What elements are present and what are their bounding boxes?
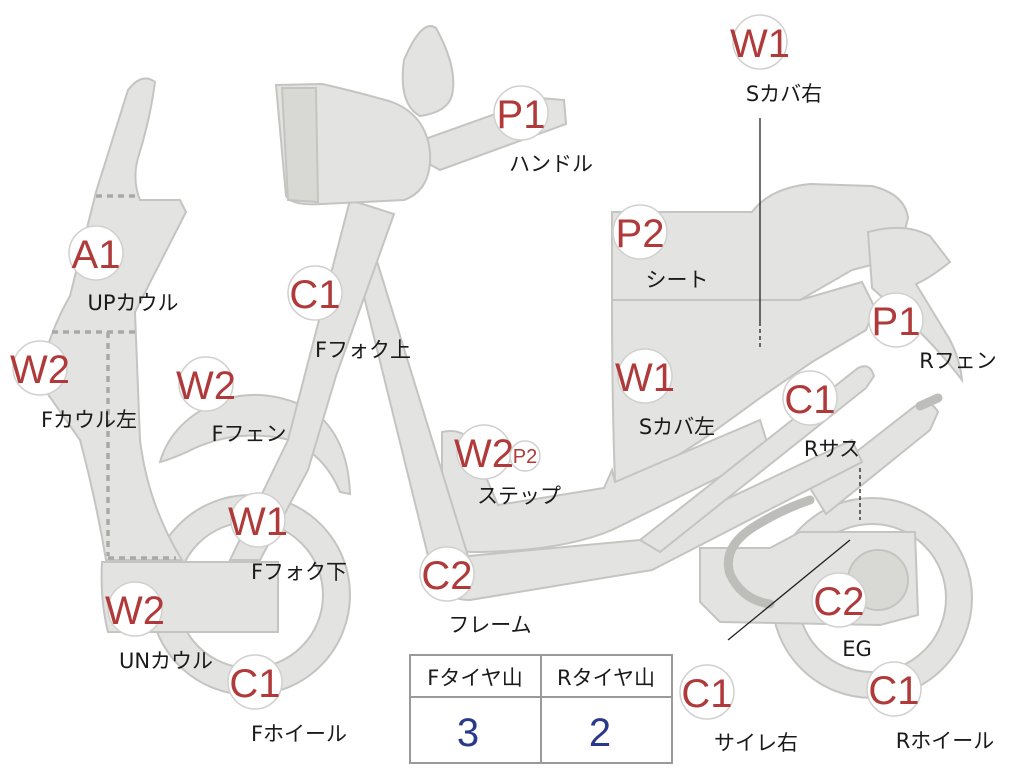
badge-frame-code: C2 (421, 554, 472, 598)
badge-front-fork-upper-code: C1 (289, 273, 340, 317)
badge-rear-wheel-code: C1 (868, 669, 919, 713)
badge-step-code-secondary: P2 (513, 446, 537, 468)
headlight-lens (280, 87, 320, 204)
badge-engine: C2 (811, 572, 867, 628)
badge-front-wheel-code: C1 (229, 662, 280, 706)
badge-rear-fender: P1 (868, 292, 924, 348)
side-cover-shape (610, 280, 877, 484)
badge-side-cover-right: W1 (730, 14, 790, 70)
badge-muffler-right-code: C1 (681, 672, 732, 716)
rear-tire-value: 2 (589, 711, 611, 755)
callout-badges: P1 P2 W1 A1 C1 W2 W2 W1 (10, 14, 924, 720)
rear-tire-header: Rタイヤ山 (557, 666, 655, 690)
badge-front-fender-code: W2 (176, 364, 236, 408)
badge-front-cowl-left: W2 (10, 340, 70, 396)
label-under-cowl: UNカウル (119, 649, 213, 673)
label-engine: EG (842, 637, 872, 661)
label-front-wheel: Fホイール (251, 722, 347, 746)
badge-front-fork-upper: C1 (287, 265, 343, 321)
part-labels: ハンドル シート Sカバ右 UPカウル Fフォク上 Fカウル左 Fフェン Fフォ… (41, 82, 997, 755)
badge-seat: P2 (612, 204, 668, 260)
badge-side-cover-right-code: W1 (730, 22, 790, 66)
badge-handle: P1 (493, 85, 549, 141)
label-rear-wheel: Rホイール (896, 729, 995, 753)
mirror-shape (401, 25, 455, 118)
badge-step: W2 P2 (454, 424, 541, 480)
badge-front-fender: W2 (176, 356, 236, 412)
label-upper-cowl: UPカウル (87, 291, 178, 315)
badge-engine-code: C2 (813, 580, 864, 624)
label-handle: ハンドル (509, 152, 593, 176)
badge-front-fork-lower-code: W1 (228, 500, 288, 544)
front-tire-value: 3 (457, 711, 479, 755)
badge-rear-suspension: C1 (782, 370, 838, 426)
badge-side-cover-left-code: W1 (615, 356, 675, 400)
label-muffler-right: サイレ右 (714, 731, 798, 755)
label-step: ステップ (477, 484, 561, 508)
exhaust-pipe-shape (723, 495, 815, 609)
label-seat: シート (646, 268, 709, 292)
badge-step-code: W2 (454, 432, 514, 476)
label-front-fender: Fフェン (211, 422, 286, 446)
label-rear-suspension: Rサス (804, 437, 860, 461)
badge-seat-code: P2 (616, 212, 665, 256)
badge-muffler-right: C1 (679, 664, 735, 720)
badge-under-cowl: W2 (105, 581, 165, 637)
leader-lines (727, 118, 861, 641)
badge-under-cowl-code: W2 (105, 589, 165, 633)
badge-frame: C2 (419, 546, 475, 602)
label-front-fork-lower: Fフォク下 (251, 560, 347, 584)
label-front-cowl-left: Fカウル左 (41, 408, 137, 432)
tire-tread-table: Fタイヤ山 Rタイヤ山 3 2 (409, 654, 673, 764)
rear-suspension-rod (915, 393, 943, 411)
label-side-cover-left: Sカバ左 (639, 415, 715, 439)
badge-side-cover-left: W1 (615, 348, 675, 404)
front-cowl-shape (36, 77, 188, 561)
front-tire-header: Fタイヤ山 (427, 666, 522, 690)
badge-rear-wheel: C1 (866, 661, 922, 717)
label-rear-fender: Rフェン (919, 349, 997, 373)
badge-rear-fender-code: P1 (872, 300, 921, 344)
badge-front-fork-lower: W1 (228, 492, 288, 548)
badge-upper-cowl: A1 (68, 225, 124, 281)
badge-rear-suspension-code: C1 (784, 378, 835, 422)
leader-muffler-right (727, 539, 851, 641)
label-side-cover-right: Sカバ右 (746, 82, 822, 106)
badge-handle-code: P1 (497, 93, 546, 137)
badge-front-cowl-left-code: W2 (10, 348, 70, 392)
badge-upper-cowl-code: A1 (72, 233, 121, 277)
label-frame: フレーム (448, 613, 531, 637)
badge-front-wheel: C1 (227, 654, 283, 710)
label-front-fork-upper: Fフォク上 (315, 338, 411, 362)
